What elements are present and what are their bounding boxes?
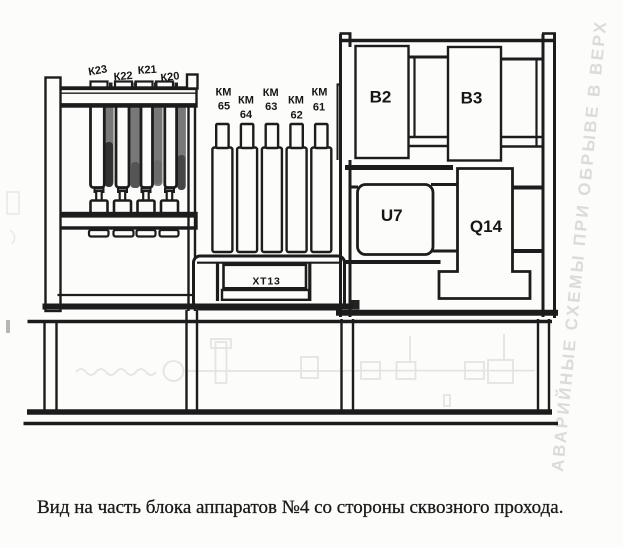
svg-text:КМ: КМ <box>238 95 254 107</box>
svg-text:В2: В2 <box>370 88 392 107</box>
svg-text:КМ: КМ <box>216 87 232 99</box>
svg-text:КМ: КМ <box>263 87 279 99</box>
svg-text:К21: К21 <box>137 64 157 77</box>
svg-text:К22: К22 <box>113 70 133 84</box>
svg-text:КМ: КМ <box>288 95 304 107</box>
svg-text:К23: К23 <box>87 63 108 78</box>
svg-text:64: 64 <box>240 109 253 121</box>
svg-text:62: 62 <box>290 110 302 122</box>
svg-text:ХТ13: ХТ13 <box>252 276 280 288</box>
svg-text:Вид на часть блока аппаратов №: Вид на часть блока аппаратов №4 со сторо… <box>37 497 563 518</box>
svg-text:61: 61 <box>313 102 325 114</box>
svg-text:К20: К20 <box>160 70 180 84</box>
svg-text:КМ: КМ <box>312 87 328 99</box>
svg-text:В3: В3 <box>461 89 483 108</box>
svg-text:63: 63 <box>265 101 277 113</box>
svg-text:65: 65 <box>218 101 230 113</box>
svg-text:Q14: Q14 <box>470 217 503 236</box>
svg-text:U7: U7 <box>381 206 403 225</box>
